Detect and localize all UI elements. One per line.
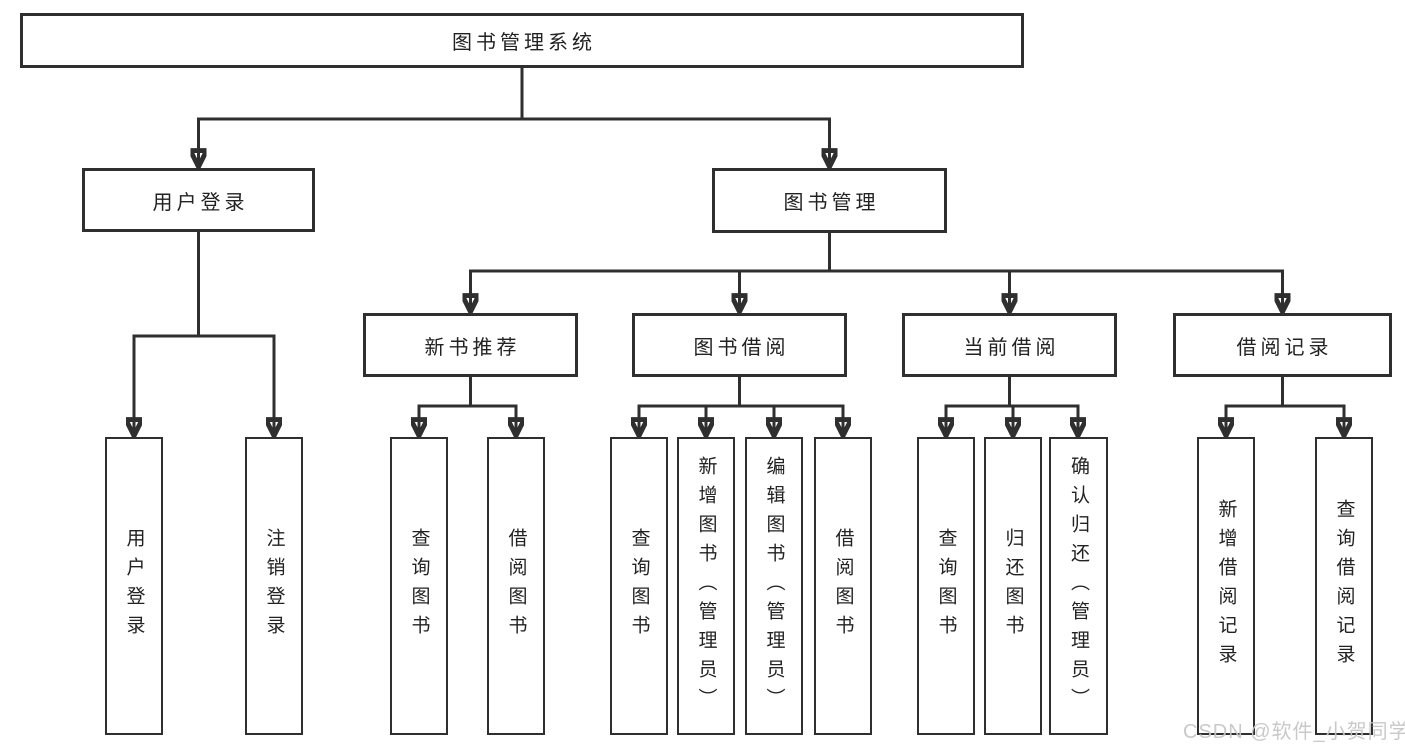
- leaf-logout-label: 注销登录: [263, 528, 285, 644]
- node-book-management-label: 图书管理: [783, 192, 880, 214]
- node-user-login: 用户登录: [82, 168, 315, 232]
- leaf-rec-borrow-book: 借阅图书: [487, 437, 545, 735]
- leaf-bor-query-book: 查询图书: [610, 437, 668, 735]
- leaf-rcd-add-record-label: 新增借阅记录: [1215, 499, 1237, 673]
- leaf-bor-add-book: 新增图书（管理员）: [677, 437, 735, 735]
- leaf-cur-query-book-label: 查询图书: [935, 528, 957, 644]
- connector-bookmgmt-to-level3: [471, 231, 1283, 311]
- node-new-book-recommendation: 新书推荐: [363, 313, 578, 377]
- leaf-rcd-query-record-label: 查询借阅记录: [1333, 499, 1355, 673]
- node-book-borrowing-label: 图书借阅: [693, 336, 790, 359]
- node-book-borrowing: 图书借阅: [632, 313, 847, 377]
- node-root: 图书管理系统: [20, 13, 1024, 68]
- connector-newbookrec-to-leaves: [419, 375, 516, 435]
- leaf-cur-confirm-return: 确认归还（管理员）: [1049, 437, 1108, 735]
- node-book-management: 图书管理: [712, 168, 947, 233]
- connector-borrowrecords-to-leaves: [1226, 375, 1344, 435]
- leaf-cur-return-book: 归还图书: [984, 437, 1042, 735]
- connector-userlogin-to-leaves: [134, 230, 274, 435]
- leaf-rec-borrow-book-label: 借阅图书: [505, 528, 527, 644]
- leaf-logout: 注销登录: [245, 437, 303, 735]
- leaf-bor-borrow-book: 借阅图书: [814, 437, 872, 735]
- connector-bookborrow-to-leaves: [639, 375, 843, 435]
- leaf-user-login-label: 用户登录: [123, 528, 145, 644]
- leaf-rec-query-book: 查询图书: [390, 437, 448, 735]
- leaf-bor-add-book-label: 新增图书（管理员）: [695, 455, 717, 717]
- leaf-bor-edit-book: 编辑图书（管理员）: [745, 437, 803, 735]
- node-borrowing-records: 借阅记录: [1173, 313, 1392, 377]
- leaf-rcd-query-record: 查询借阅记录: [1315, 437, 1373, 735]
- node-current-borrowing-label: 当前借阅: [963, 336, 1060, 359]
- connector-currentborrow-to-leaves: [946, 375, 1078, 435]
- leaf-cur-return-book-label: 归还图书: [1002, 528, 1024, 644]
- csdn-watermark: CSDN @软件_小贺同学: [1183, 721, 1405, 743]
- leaf-bor-edit-book-label: 编辑图书（管理员）: [763, 455, 785, 717]
- connector-root-to-level2: [199, 66, 830, 166]
- leaf-bor-borrow-book-label: 借阅图书: [832, 528, 854, 644]
- leaf-cur-query-book: 查询图书: [917, 437, 975, 735]
- node-current-borrowing: 当前借阅: [902, 313, 1117, 377]
- node-root-label: 图书管理系统: [452, 32, 596, 54]
- node-borrowing-records-label: 借阅记录: [1236, 336, 1333, 359]
- leaf-cur-confirm-return-label: 确认归还（管理员）: [1068, 455, 1089, 717]
- leaf-user-login: 用户登录: [105, 437, 163, 735]
- leaf-bor-query-book-label: 查询图书: [628, 528, 650, 644]
- node-user-login-label: 用户登录: [152, 191, 249, 214]
- leaf-rcd-add-record: 新增借阅记录: [1197, 437, 1255, 735]
- leaf-rec-query-book-label: 查询图书: [408, 528, 430, 644]
- node-new-book-recommendation-label: 新书推荐: [424, 336, 521, 359]
